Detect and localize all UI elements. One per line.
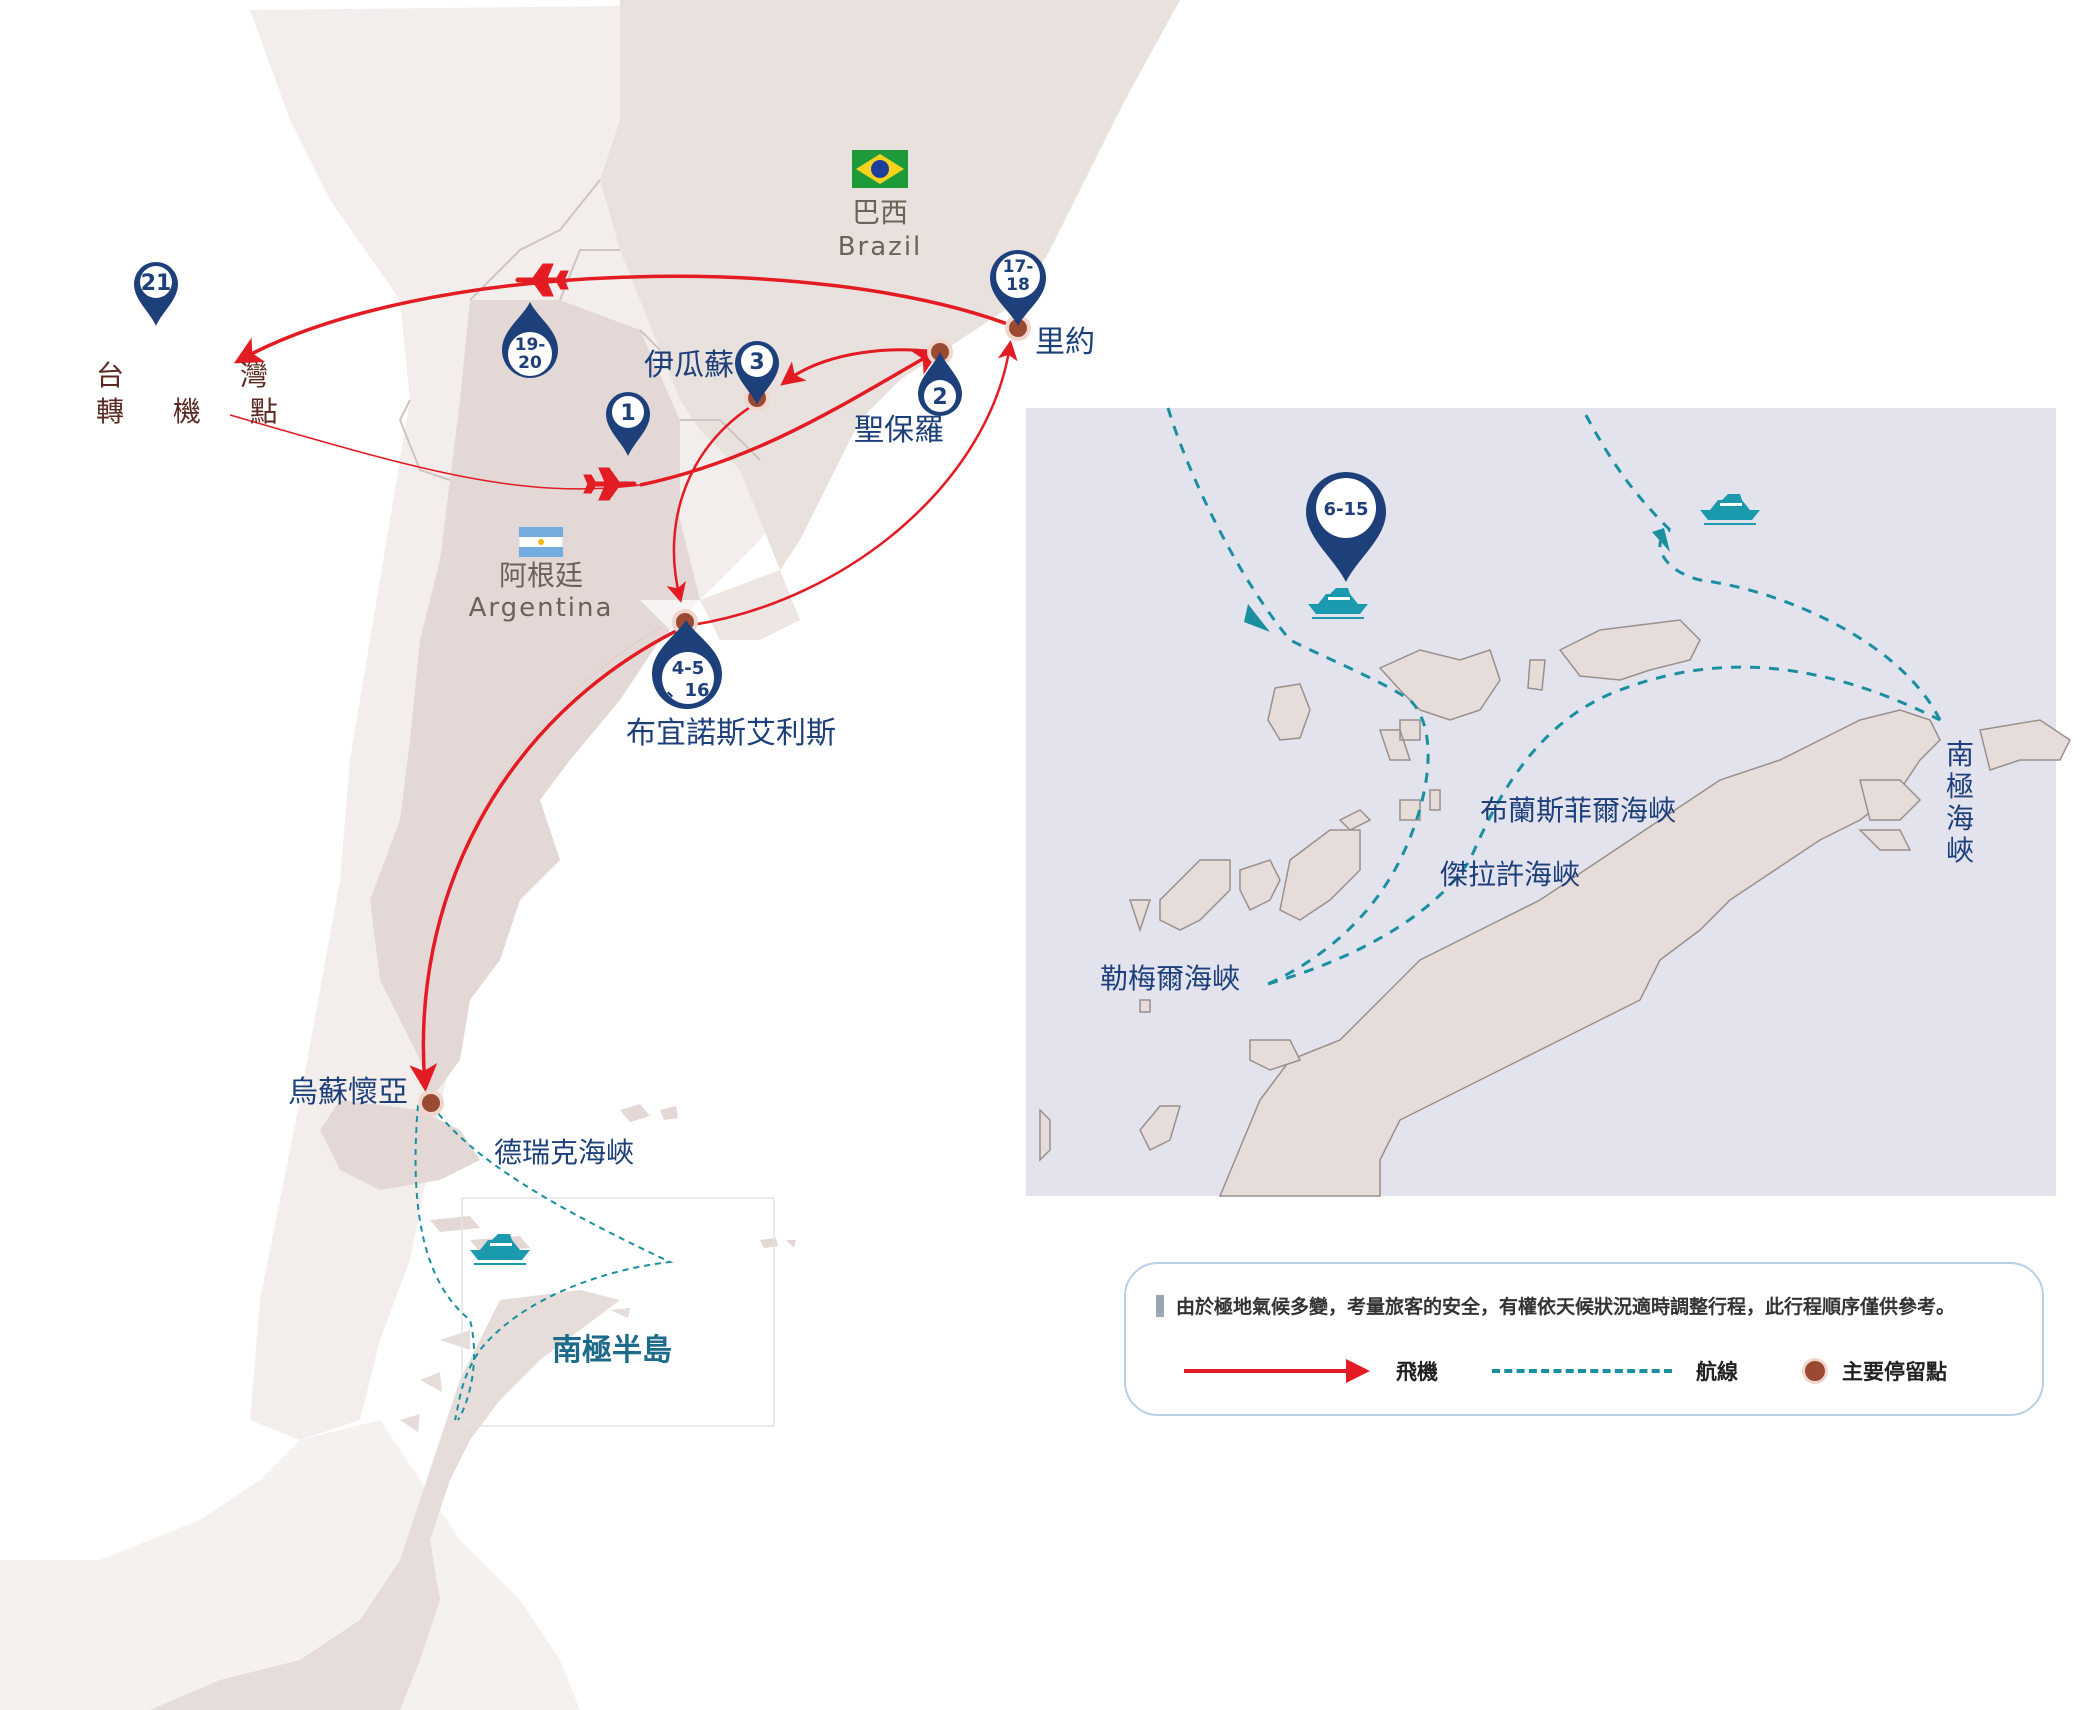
- flight-rio-taiwan: [233, 274, 1019, 364]
- antarctic-sound-label-1: 南: [1946, 738, 1974, 771]
- antarctic-sound-label-4: 峽: [1946, 834, 1974, 867]
- svg-text:4-5: 4-5: [672, 658, 705, 679]
- flight-arrow-icon: [1184, 1359, 1370, 1383]
- legend-flight: 飛機: [1184, 1356, 1438, 1386]
- airplane-icon: [515, 263, 569, 297]
- pin-19-20: 19- 20: [502, 302, 558, 378]
- inset-map: 6-15 布蘭斯菲爾海峽 傑拉許海峽 勒梅爾海峽 南 極 海 峽: [1026, 407, 2071, 1197]
- stop-dot-icon: [1802, 1358, 1828, 1384]
- route-in-1: [1166, 407, 1430, 986]
- rio-label: 里約: [1035, 325, 1095, 360]
- svg-text:、16: 、16: [666, 680, 709, 701]
- pin-21: 21: [134, 262, 178, 326]
- flight-iguazu-ba: [666, 398, 763, 603]
- drake-passage-label: 德瑞克海峽: [494, 1136, 634, 1169]
- taiwan-label: 台 灣: [96, 359, 288, 392]
- brazil-name-zh: 巴西: [852, 196, 908, 229]
- legend-route-label: 航線: [1696, 1360, 1738, 1384]
- route-in-2: [1267, 665, 1941, 986]
- svg-text:20: 20: [518, 353, 542, 373]
- pin-17-18: 17- 18: [990, 250, 1046, 326]
- pin-3: 3: [735, 341, 779, 405]
- brazil-name-en: Brazil: [838, 232, 923, 262]
- peninsula-label: 南極半島: [552, 1333, 672, 1368]
- pin-1: 1: [606, 392, 650, 456]
- pin-6-15: 6-15: [1306, 472, 1386, 582]
- svg-text:18: 18: [1006, 275, 1030, 295]
- gerlache-label: 傑拉許海峽: [1440, 858, 1580, 891]
- legend-stop: 主要停留點: [1802, 1356, 1947, 1386]
- argentina-name-en: Argentina: [469, 593, 614, 623]
- flight-ba-rio: [691, 340, 1018, 627]
- route-dash-icon: [1492, 1369, 1672, 1373]
- lemaire-label: 勒梅爾海峽: [1100, 962, 1240, 995]
- argentina-land: [370, 300, 700, 1100]
- taiwan-label-2: 轉 機 點: [96, 395, 298, 428]
- antarctic-sound-label-2: 極: [1946, 770, 1974, 803]
- brazil-flag-icon: [852, 150, 908, 188]
- svg-text:19-: 19-: [515, 335, 546, 355]
- bransfield-label: 布蘭斯菲爾海峽: [1480, 794, 1676, 827]
- argentina-flag-icon: [518, 526, 564, 558]
- legend-stop-label: 主要停留點: [1842, 1360, 1947, 1384]
- antarctic-peninsula-land: [150, 1290, 630, 1710]
- svg-text:1: 1: [620, 401, 635, 426]
- south-america-land: [0, 0, 1180, 1710]
- legend-box: 由於極地氣候多變，考量旅客的安全，有權依天候狀況適時調整行程，此行程順序僅供參考…: [1124, 1262, 2044, 1416]
- legend-note-text: 由於極地氣候多變，考量旅客的安全，有權依天候狀況適時調整行程，此行程順序僅供參考…: [1176, 1296, 1956, 1318]
- svg-text:2: 2: [932, 385, 947, 410]
- flight-taiwan-saopaulo-b: [639, 348, 942, 487]
- legend-note: 由於極地氣候多變，考量旅客的安全，有權依天候狀況適時調整行程，此行程順序僅供參考…: [1156, 1292, 1955, 1319]
- tierra-del-fuego: [320, 1100, 480, 1190]
- airplane-icon: [583, 467, 637, 501]
- sea-routes-main: [414, 1104, 674, 1421]
- flight-saopaulo-iguazu: [780, 348, 936, 386]
- buenos-aires-label: 布宜諾斯艾利斯: [626, 716, 836, 751]
- svg-text:6-15: 6-15: [1323, 499, 1368, 520]
- ushuaia-label: 烏蘇懷亞: [288, 1075, 408, 1110]
- pin-2: 2: [918, 352, 962, 416]
- stop-ushuaia: [418, 1090, 444, 1116]
- saopaulo-label: 聖保羅: [854, 413, 944, 448]
- legend-flight-label: 飛機: [1396, 1360, 1438, 1384]
- antarctic-sound-label-3: 海: [1946, 802, 1974, 835]
- note-bar-icon: [1156, 1294, 1164, 1317]
- inset-peninsula: [1218, 709, 1941, 1197]
- iguazu-label: 伊瓜蘇: [644, 348, 734, 383]
- svg-text:21: 21: [141, 271, 172, 296]
- flight-ba-ushuaia: [409, 628, 679, 1092]
- inset-locator: [461, 1197, 775, 1427]
- brazil-land: [600, 0, 1180, 570]
- svg-text:17-: 17-: [1003, 257, 1034, 277]
- argentina-name-zh: 阿根廷: [499, 559, 583, 592]
- pin-4-5-16: 4-5 、16: [652, 620, 722, 709]
- svg-text:3: 3: [749, 350, 764, 375]
- legend-route: 航線: [1492, 1356, 1738, 1386]
